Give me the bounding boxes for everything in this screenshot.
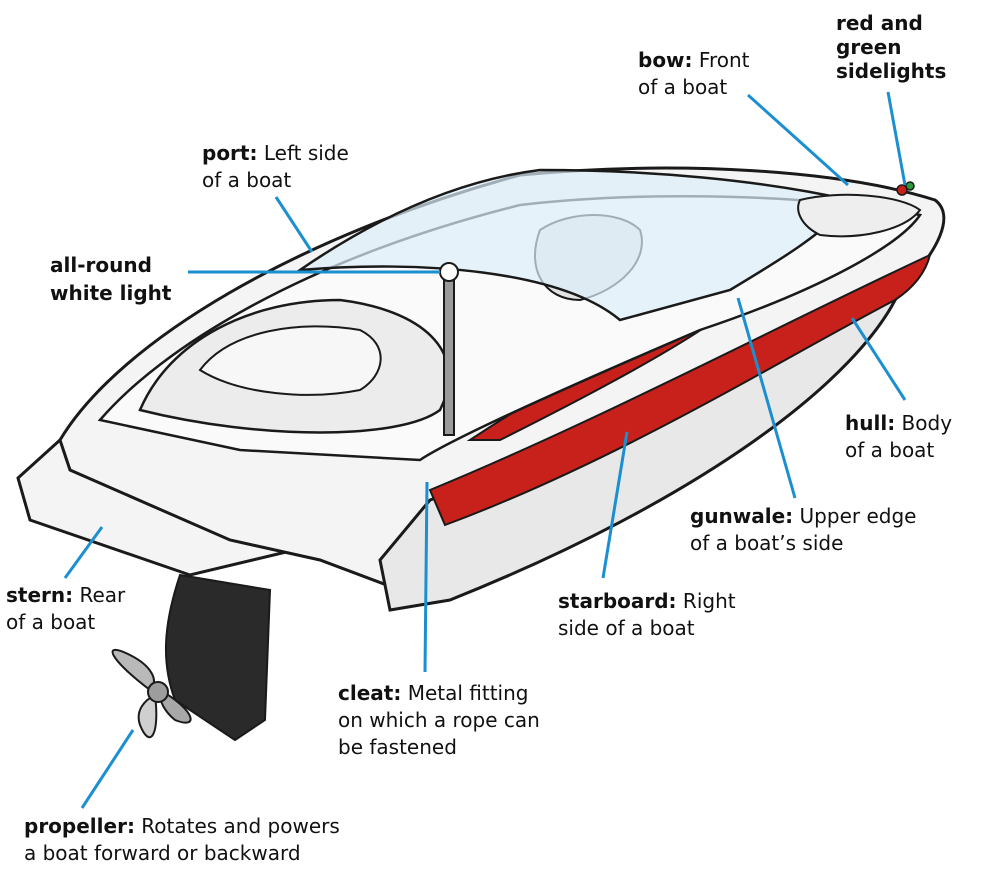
label-propeller: propeller: Rotates and powers a boat for… (24, 813, 340, 867)
label-cleat: cleat: Metal fitting on which a rope can… (338, 680, 540, 761)
desc-port-line2: of a boat (202, 168, 292, 192)
leader-line-starboard (601, 431, 629, 579)
outboard-motor (164, 573, 272, 742)
desc-hull-line1: Body (901, 411, 953, 435)
desc-gunwale-line2: of a boat’s side (690, 531, 844, 555)
term-allround-line1: all-round (50, 253, 152, 277)
desc-hull-line2: of a boat (845, 438, 935, 462)
label-port: port: Left side of a boat (202, 140, 349, 194)
label-hull: hull: Body of a boat (845, 410, 952, 464)
desc-cleat-line2: on which a rope can (338, 708, 540, 732)
desc-stern-line2: of a boat (6, 610, 96, 634)
rear-bench (198, 325, 382, 396)
term-gunwale: gunwale: (690, 504, 794, 528)
term-bow: bow: (638, 48, 693, 72)
sidelight-green (905, 181, 915, 191)
term-stern: stern: (6, 583, 74, 607)
leader-line-bow (746, 93, 850, 187)
desc-propeller-line2: a boat forward or backward (24, 841, 301, 865)
label-starboard: starboard: Right side of a boat (558, 588, 736, 642)
label-stern: stern: Rear of a boat (6, 582, 125, 636)
term-starboard: starboard: (558, 589, 677, 613)
desc-cleat-line1: Metal fitting (407, 681, 529, 705)
label-gunwale: gunwale: Upper edge of a boat’s side (690, 503, 916, 557)
leader-line-propeller (80, 729, 135, 809)
desc-starboard-line1: Right (682, 589, 736, 613)
term-allround-line2: white light (50, 281, 172, 305)
leader-line-sidelights (886, 91, 907, 186)
desc-stern-line1: Rear (79, 583, 126, 607)
term-propeller: propeller: (24, 814, 135, 838)
desc-bow-line2: of a boat (638, 75, 728, 99)
leader-line-stern (63, 526, 104, 579)
term-port: port: (202, 141, 258, 165)
term-cleat: cleat: (338, 681, 402, 705)
label-allround: all-round white light (50, 251, 171, 307)
term-sidelights-line3: sidelights (836, 59, 947, 83)
label-sidelights: red and green sidelights (836, 11, 946, 83)
term-hull: hull: (845, 411, 896, 435)
desc-propeller-line1: Rotates and powers (141, 814, 340, 838)
desc-cleat-line3: be fastened (338, 735, 457, 759)
desc-gunwale-line1: Upper edge (799, 504, 917, 528)
leader-line-port (274, 196, 314, 253)
red-hull-stripe (428, 253, 932, 527)
leader-lines (63, 91, 907, 809)
propeller-blades (111, 649, 192, 739)
bow-cushion (797, 193, 922, 238)
light-pole (443, 274, 455, 436)
desc-bow-line1: Front (698, 48, 750, 72)
desc-starboard-line2: side of a boat (558, 616, 695, 640)
term-sidelights-line1: red and (836, 11, 923, 35)
leader-line-cleat (423, 481, 429, 673)
leader-line-gunwale (736, 297, 797, 499)
sidelight-red (896, 184, 908, 196)
label-bow: bow: Front of a boat (638, 47, 749, 101)
white-light-bulb (439, 262, 459, 282)
leader-line-hull (850, 317, 907, 401)
term-sidelights-line2: green (836, 35, 902, 59)
desc-port-line1: Left side (263, 141, 349, 165)
